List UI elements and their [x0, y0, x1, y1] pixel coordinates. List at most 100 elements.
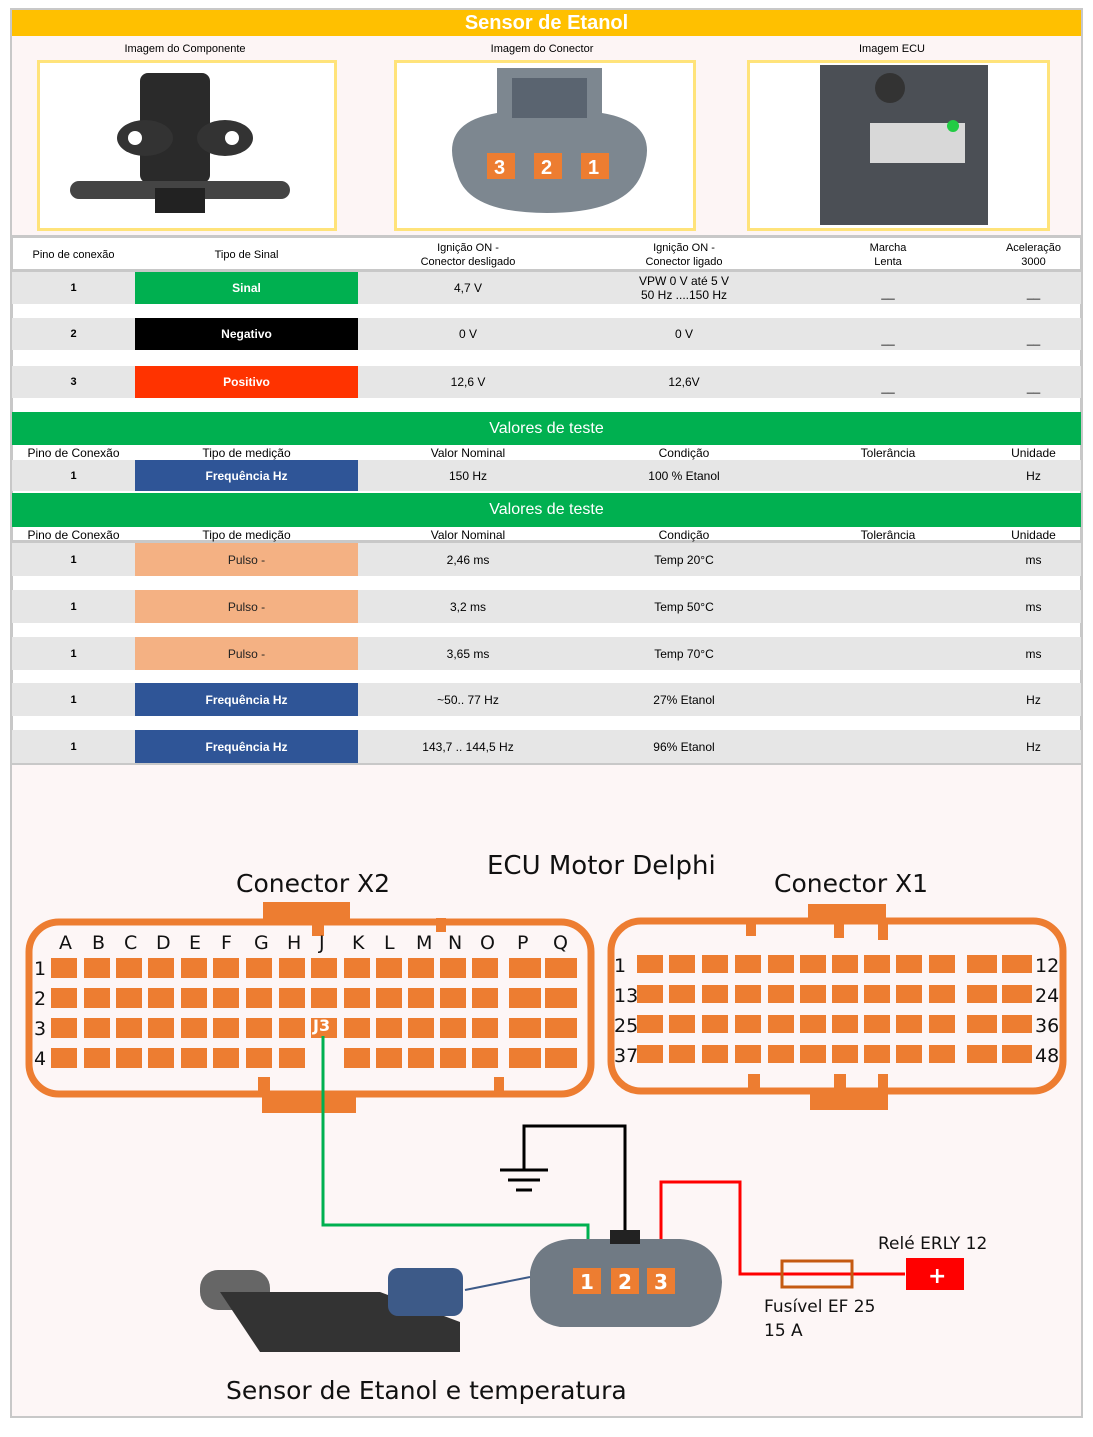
- cell-unit: Hz: [1026, 692, 1041, 707]
- x1-pin: [669, 955, 695, 973]
- column-header: Tipo de medição: [202, 446, 291, 460]
- x1-pin: [864, 985, 890, 1003]
- column-header: Pino de conexão: [32, 249, 115, 261]
- x1-row-start-label: 37: [614, 1045, 638, 1067]
- cell-unit: Hz: [1026, 468, 1041, 483]
- x2-column-label: E: [189, 932, 201, 954]
- ground-wire: [522, 1124, 627, 1270]
- cell-nominal: 143,7 .. 144,5 Hz: [422, 739, 514, 754]
- cell-unit: ms: [1025, 646, 1042, 661]
- column-header: Valor Nominal: [430, 528, 506, 542]
- power-wire: [659, 1180, 905, 1276]
- cell-tolerance: [790, 460, 986, 491]
- cell-condition: 100 % Etanol: [648, 468, 720, 483]
- signal-type-badge: Positivo: [135, 366, 358, 398]
- x1-pin: [768, 985, 794, 1003]
- column-header: Tipo de medição: [202, 528, 291, 542]
- ground-icon: [500, 1168, 548, 1192]
- x2-pin: [246, 958, 272, 978]
- x2-pin: [84, 988, 110, 1008]
- x1-pin: [768, 1015, 794, 1033]
- cell-on: 12,6V: [668, 375, 700, 389]
- cell-pin: 1: [70, 647, 77, 660]
- x2-pin: [279, 1048, 305, 1068]
- signal-wire: [321, 1036, 590, 1270]
- cell-idle: __: [881, 286, 895, 300]
- column-header: Pino de Conexão: [27, 446, 120, 460]
- cell-on: VPW 0 V até 5 V 50 Hz ....150 Hz: [638, 274, 730, 302]
- x2-pin: [84, 958, 110, 978]
- cell-pin: 1: [70, 740, 77, 753]
- cell-pin: 1: [70, 600, 77, 613]
- signal-type-badge: Frequência Hz: [135, 460, 358, 491]
- x1-pin: [702, 955, 728, 973]
- column-header: Valor Nominal: [430, 446, 506, 460]
- sensor-pin: [647, 1268, 675, 1294]
- x2-pin: [181, 1018, 207, 1038]
- x2-column-label: M: [416, 932, 432, 954]
- x2-pin: [311, 988, 337, 1008]
- x2-pin: [148, 1048, 174, 1068]
- x1-pin: [800, 985, 826, 1003]
- caption-ecu: Imagem ECU: [858, 43, 926, 55]
- x2-row-label: 2: [34, 988, 46, 1010]
- cell-idle: __: [881, 332, 895, 346]
- x1-row-end-label: 48: [1035, 1045, 1059, 1067]
- x2-pin: [279, 958, 305, 978]
- cell-pin: 1: [70, 282, 77, 294]
- x2-pin: [213, 958, 239, 978]
- x1-pin: [735, 955, 761, 973]
- x2-column-label: H: [287, 932, 301, 954]
- cell-pin: 3: [70, 376, 77, 388]
- signal-type-badge: Frequência Hz: [135, 683, 358, 716]
- x2-row-label: 3: [34, 1018, 46, 1040]
- cell-accel: __: [1026, 332, 1041, 346]
- x1-pin: [669, 1015, 695, 1033]
- x2-pin: [440, 1048, 466, 1068]
- x2-pin: [51, 1048, 77, 1068]
- cell-condition: Temp 20°C: [654, 552, 714, 567]
- cell-idle: __: [881, 380, 895, 394]
- x1-row-start-label: 25: [614, 1015, 638, 1037]
- x2-pin: [181, 988, 207, 1008]
- x1-pin: [1002, 1015, 1032, 1033]
- x2-column-label: C: [124, 932, 137, 954]
- images-section: Imagem do Componente Imagem do Conector …: [12, 36, 1081, 238]
- x2-pin: [51, 958, 77, 978]
- signal-type-badge: Sinal: [135, 272, 358, 304]
- x2-column-label: P: [517, 932, 528, 954]
- column-header: Ignição ON - Conector desligado: [420, 242, 516, 268]
- cell-condition: Temp 50°C: [654, 599, 714, 614]
- x2-pin: [51, 1018, 77, 1038]
- x1-pin: [929, 955, 955, 973]
- x1-pin: [702, 985, 728, 1003]
- x2-pin: [509, 988, 541, 1008]
- sensor-pin-label: 2: [618, 1270, 632, 1294]
- x2-pin: [376, 1048, 402, 1068]
- x2-column-label: J: [318, 932, 325, 954]
- cell-nominal: 3,2 ms: [449, 599, 486, 614]
- x2-column-label: K: [352, 932, 365, 954]
- sensor-pin-label: 3: [654, 1270, 668, 1294]
- x2-pin: [344, 1048, 370, 1068]
- x1-row-end-label: 12: [1035, 955, 1059, 977]
- cell-accel: __: [1026, 380, 1041, 394]
- x1-pin: [1002, 1045, 1032, 1063]
- x1-row-end-label: 24: [1035, 985, 1059, 1007]
- x1-pin: [832, 985, 858, 1003]
- x2-column-label: G: [254, 932, 269, 954]
- cell-condition: 96% Etanol: [653, 739, 715, 754]
- x1-pin: [735, 1045, 761, 1063]
- x2-pin: [213, 1048, 239, 1068]
- ecu-title: ECU Motor Delphi: [487, 851, 716, 881]
- sensor-label: Sensor de Etanol e temperatura: [226, 1376, 627, 1405]
- x2-pin: [509, 1018, 541, 1038]
- column-header: Unidade: [1011, 528, 1056, 542]
- cell-nominal: 3,65 ms: [446, 646, 490, 661]
- cell-off: 12,6 V: [450, 375, 486, 389]
- connector-pin-2: 2: [541, 157, 552, 179]
- connector-x2-shell: [25, 918, 595, 1098]
- x1-pin: [864, 1015, 890, 1033]
- x2-pin: [472, 958, 498, 978]
- x1-pin: [832, 955, 858, 973]
